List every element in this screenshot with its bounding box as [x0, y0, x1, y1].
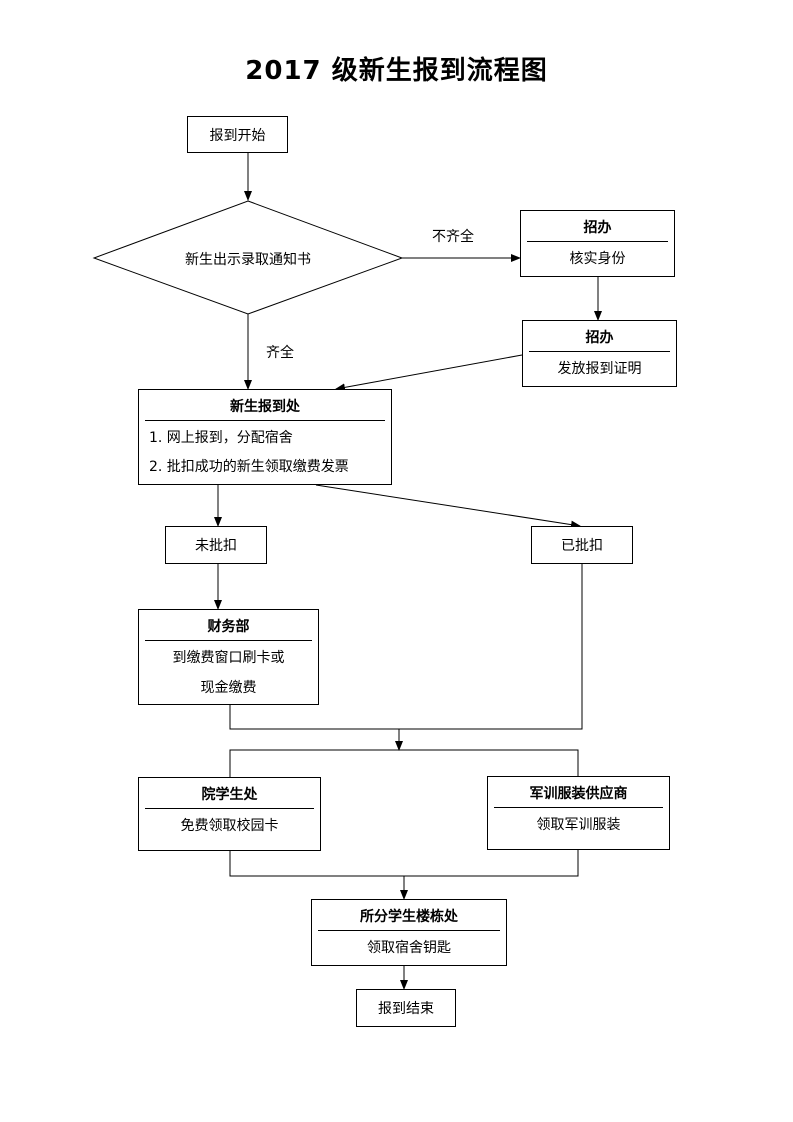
- registration-list: 1. 网上报到，分配宿舍 2. 批扣成功的新生领取缴费发票: [139, 423, 391, 482]
- finance-line: 现金缴费: [200, 680, 257, 696]
- not-deducted-node: 未批扣: [165, 526, 267, 564]
- certificate-body: 发放报到证明: [557, 361, 642, 377]
- supplier-head: 军训服装供应商: [494, 783, 663, 808]
- verify-head: 招办: [527, 217, 668, 242]
- finance-box: 财务部 到缴费窗口刷卡或 现金缴费: [138, 609, 319, 705]
- finance-body: 到缴费窗口刷卡或 现金缴费: [139, 643, 318, 703]
- dorm-head: 所分学生楼栋处: [318, 906, 500, 931]
- verify-body: 核实身份: [569, 251, 626, 267]
- dorm-box: 所分学生楼栋处 领取宿舍钥匙: [311, 899, 507, 966]
- registration-item: 2. 批扣成功的新生领取缴费发票: [149, 459, 349, 475]
- certificate-head: 招办: [529, 327, 670, 352]
- deducted-label: 已批扣: [561, 538, 603, 554]
- end-node: 报到结束: [356, 989, 456, 1027]
- finance-head: 财务部: [145, 616, 312, 641]
- college-box: 院学生处 免费领取校园卡: [138, 777, 321, 851]
- college-head: 院学生处: [145, 784, 314, 809]
- registration-box: 新生报到处 1. 网上报到，分配宿舍 2. 批扣成功的新生领取缴费发票: [138, 389, 392, 485]
- registration-item: 1. 网上报到，分配宿舍: [149, 430, 293, 446]
- college-body: 免费领取校园卡: [180, 818, 279, 834]
- finance-line: 到缴费窗口刷卡或: [172, 650, 285, 666]
- certificate-box: 招办 发放报到证明: [522, 320, 677, 387]
- dorm-body: 领取宿舍钥匙: [367, 940, 451, 956]
- verify-box: 招办 核实身份: [520, 210, 675, 277]
- start-node: 报到开始: [187, 116, 288, 153]
- supplier-box: 军训服装供应商 领取军训服装: [487, 776, 670, 850]
- edge-label-incomplete: 不齐全: [432, 229, 474, 245]
- page-title: 2017 级新生报到流程图: [245, 56, 548, 86]
- not-deducted-label: 未批扣: [195, 538, 237, 554]
- decision-text: 新生出示录取通知书: [185, 252, 311, 268]
- deducted-node: 已批扣: [531, 526, 633, 564]
- registration-head: 新生报到处: [145, 396, 385, 421]
- start-node-label: 报到开始: [209, 127, 266, 144]
- supplier-body: 领取军训服装: [536, 817, 621, 833]
- end-node-label: 报到结束: [378, 1001, 434, 1017]
- edge-label-complete: 齐全: [266, 345, 294, 361]
